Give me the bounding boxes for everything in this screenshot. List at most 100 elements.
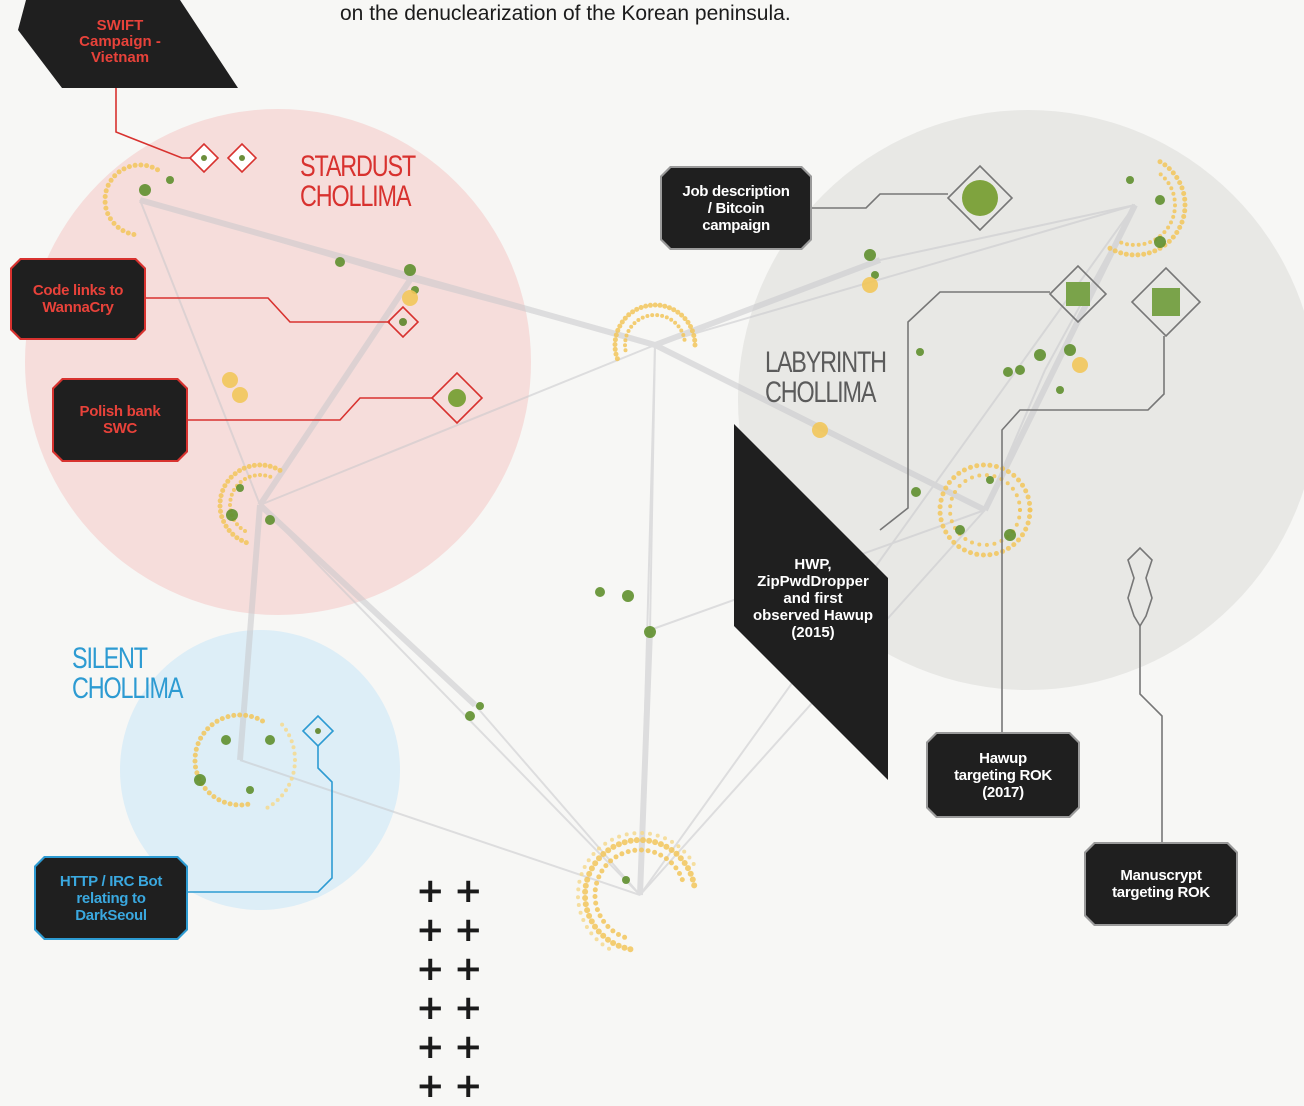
network-node <box>588 918 595 925</box>
network-node <box>612 337 618 343</box>
network-node <box>681 333 686 337</box>
network-node <box>624 832 629 837</box>
callout-markers <box>188 142 1202 748</box>
network-node <box>144 163 150 169</box>
network-node <box>603 841 608 846</box>
network-node-cluster <box>862 277 878 293</box>
manuscrypt-targeting-rok-label[interactable]: Manuscrypt targeting ROK <box>1084 842 1238 926</box>
network-node <box>993 551 999 556</box>
network-node <box>691 882 698 889</box>
hwp-zippwddropper-label: HWP, ZipPwdDropper and first observed Ha… <box>752 556 874 641</box>
network-node <box>608 858 614 864</box>
network-node <box>237 468 242 474</box>
network-edge <box>139 199 261 506</box>
network-node <box>632 831 637 836</box>
hawup-targeting-rok-label[interactable]: Hawup targeting ROK (2017) <box>926 732 1080 818</box>
network-node <box>1162 230 1167 235</box>
network-node <box>1027 500 1032 506</box>
network-node <box>1014 493 1019 498</box>
network-node <box>245 801 251 807</box>
network-node <box>970 475 974 480</box>
network-node <box>243 477 247 481</box>
network-edge <box>474 704 641 896</box>
network-node <box>685 865 691 872</box>
network-node <box>292 764 297 769</box>
network-node <box>1027 514 1032 520</box>
network-node <box>597 846 601 851</box>
network-node-cluster <box>1015 365 1025 375</box>
network-node <box>615 841 622 848</box>
network-nodes <box>102 159 1188 953</box>
stardust-title-line2: CHOLLIMA <box>300 180 411 213</box>
network-node <box>676 324 681 329</box>
polish-bank-swc-label[interactable]: Polish bank SWC <box>52 378 188 462</box>
network-node <box>599 868 605 874</box>
network-node <box>120 228 126 234</box>
network-node <box>1174 175 1180 180</box>
network-node <box>691 333 697 338</box>
network-node <box>646 837 653 844</box>
network-node <box>632 321 637 326</box>
network-node <box>692 342 698 348</box>
network-node <box>155 167 160 173</box>
network-node <box>617 323 623 329</box>
network-node <box>1010 486 1015 491</box>
network-node <box>1171 214 1176 219</box>
network-node <box>605 924 611 929</box>
plus-icon: + <box>416 871 445 911</box>
network-node <box>1181 214 1187 219</box>
network-node <box>657 841 664 848</box>
network-node <box>949 519 954 524</box>
http-irc-bot-label[interactable]: HTTP / IRC Bot relating to DarkSeoul <box>34 856 188 940</box>
network-node <box>584 925 589 929</box>
network-node <box>1171 191 1176 196</box>
network-node <box>292 751 297 756</box>
network-node <box>126 164 132 170</box>
network-node-cluster <box>864 249 876 261</box>
code-links-wannacry-label[interactable]: Code links to WannaCry <box>10 258 146 340</box>
network-node <box>1181 191 1187 196</box>
network-node <box>1169 220 1173 225</box>
network-node <box>219 716 225 722</box>
network-node <box>993 464 999 469</box>
network-node <box>132 162 138 168</box>
silent-title-line2: CHOLLIMA <box>72 672 183 705</box>
network-node <box>627 946 634 953</box>
network-node <box>1146 250 1152 256</box>
network-node <box>638 305 644 310</box>
network-node <box>579 872 584 877</box>
stardust-chollima-title: STARDUST CHOLLIMA <box>300 152 416 213</box>
network-node <box>581 918 586 922</box>
network-node <box>980 552 986 558</box>
job-description-connector <box>812 193 948 209</box>
network-node <box>956 544 962 550</box>
network-node <box>610 843 617 850</box>
network-node <box>223 523 229 529</box>
network-node <box>613 351 619 357</box>
network-node <box>586 912 593 919</box>
network-node-cluster <box>622 590 634 602</box>
network-node <box>673 850 680 857</box>
network-node <box>1025 494 1031 500</box>
network-node <box>682 337 687 342</box>
network-node <box>685 319 691 325</box>
network-node <box>632 847 638 853</box>
network-node <box>968 464 973 470</box>
network-node <box>116 169 122 175</box>
network-node <box>663 856 669 862</box>
stardust-cluster-area <box>25 109 531 615</box>
network-node <box>216 797 222 803</box>
hawup-connector <box>1001 336 1165 732</box>
network-node-cluster <box>166 176 174 184</box>
network-node <box>105 182 111 188</box>
network-node <box>594 907 600 913</box>
network-node <box>624 333 629 338</box>
network-node <box>615 327 621 333</box>
network-node <box>977 473 982 478</box>
network-node <box>221 519 227 524</box>
network-node <box>1173 203 1177 208</box>
network-node <box>1162 162 1168 168</box>
network-node <box>957 483 962 488</box>
network-node-cluster <box>232 387 248 403</box>
job-description-bitcoin-label[interactable]: Job description / Bitcoin campaign <box>660 166 812 250</box>
